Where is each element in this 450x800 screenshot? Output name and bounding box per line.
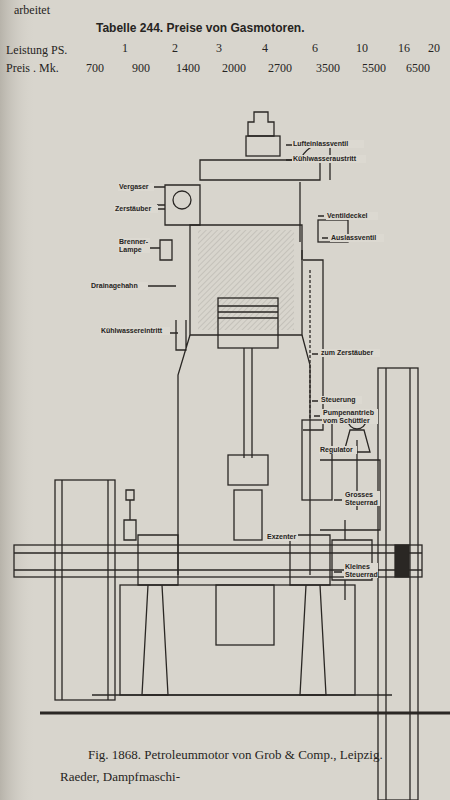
table-cell: 1400 — [176, 62, 200, 75]
part-label: Drainagehahn — [90, 282, 148, 290]
part-label: Kühlwasseraustritt — [292, 155, 366, 163]
part-label: Brenner-Lampe — [118, 238, 150, 253]
part-label: Regulator — [319, 446, 357, 454]
table-cell: 2 — [172, 42, 178, 55]
table-cell: Leistung PS. — [6, 44, 67, 57]
part-label: Ventildeckel — [326, 212, 378, 220]
table-cell: 2700 — [268, 62, 292, 75]
part-label: Grosses Steuerrad — [344, 491, 380, 506]
part-label: Kühlwassereintritt — [100, 327, 170, 335]
part-label: zum Zerstäuber — [320, 349, 380, 357]
table-cell: 3 — [216, 42, 222, 55]
table-cell: 16 — [398, 42, 410, 55]
part-label: Lufteinlassventil — [292, 140, 364, 148]
part-label: Exzenter — [266, 533, 298, 541]
part-label: Pumpenantrieb vom Schüttler — [322, 409, 378, 424]
part-label: Vergaser — [118, 183, 154, 191]
table-cell: 6500 — [406, 62, 430, 75]
part-label: Zerstäuber — [114, 205, 158, 213]
table-cell: 10 — [356, 42, 368, 55]
table-cell: 20 — [428, 42, 440, 55]
table-cell: 3500 — [316, 62, 340, 75]
table-cell: 6 — [312, 42, 318, 55]
page-text: arbeitet — [14, 4, 50, 17]
table-cell: 2000 — [222, 62, 246, 75]
part-label: Kleines Steuerrad — [344, 563, 378, 578]
page-text: Raeder, Dampfmaschi- — [60, 770, 180, 784]
table-cell: 4 — [262, 42, 268, 55]
part-label: Auslassventil — [330, 234, 384, 242]
table-title: Tabelle 244. Preise von Gasmotoren. — [96, 22, 305, 35]
table-cell: 5500 — [362, 62, 386, 75]
figure-caption: Fig. 1868. Petroleummotor von Grob & Com… — [88, 748, 383, 762]
table-cell: 700 — [86, 62, 104, 75]
part-label: Steuerung — [320, 396, 362, 404]
table-cell: 900 — [132, 62, 150, 75]
table-cell: Preis . Mk. — [6, 62, 59, 75]
table-cell: 1 — [122, 42, 128, 55]
